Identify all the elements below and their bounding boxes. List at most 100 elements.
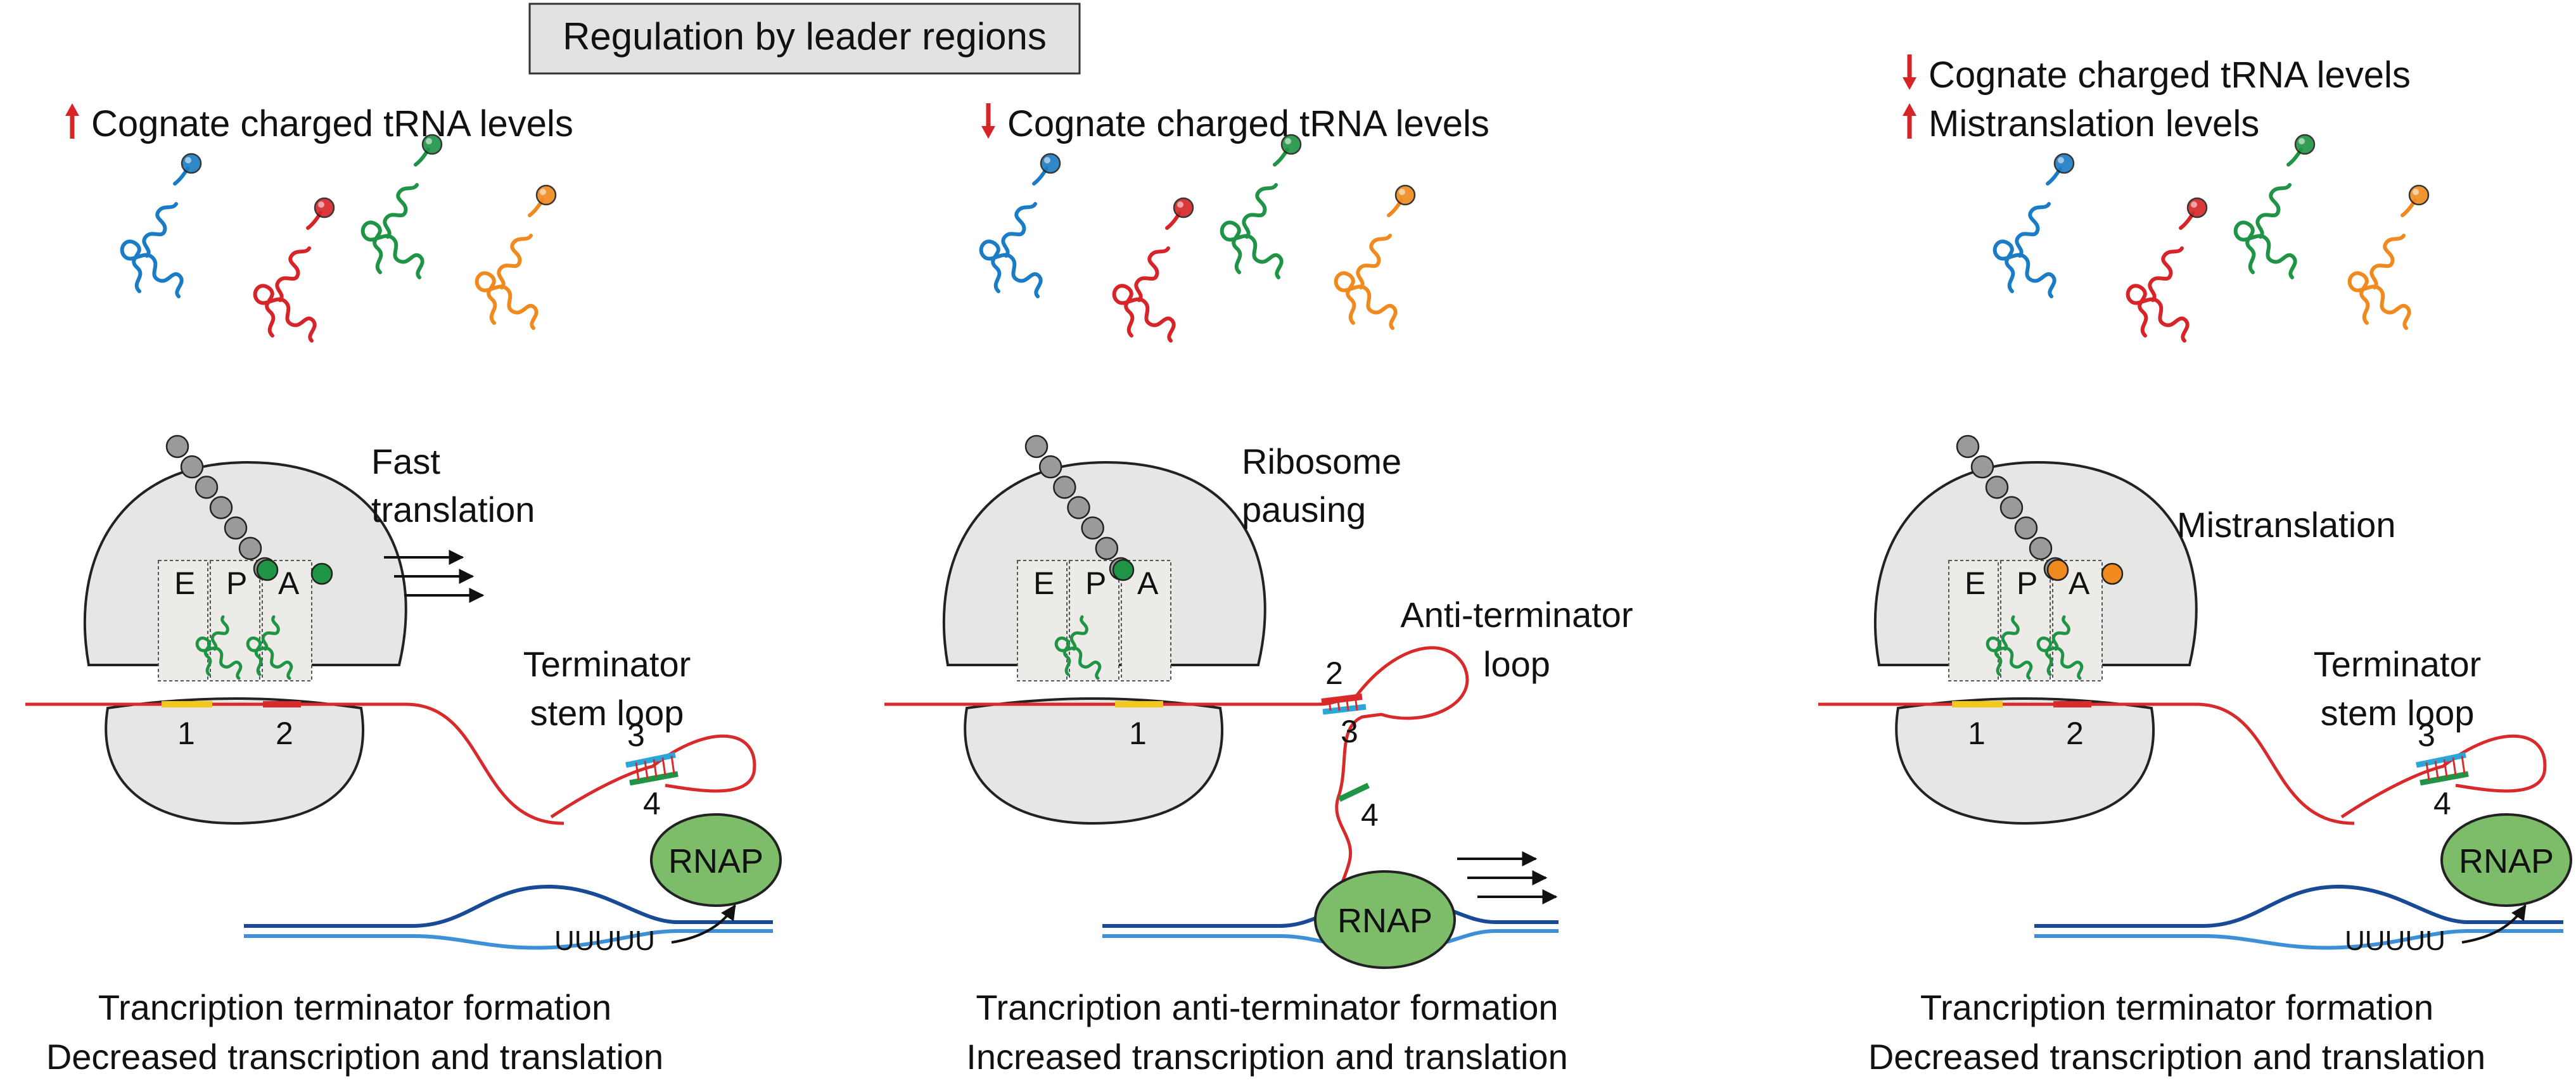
header-arrow-0 [981,103,995,139]
p-site-trna [1054,615,1102,680]
a-site-trna [2036,615,2084,680]
free-trna-green [1220,134,1302,279]
stem-base-pair [2434,761,2439,779]
loop-label-line1: Terminator [523,644,691,684]
rnap-label: RNAP [1337,902,1432,940]
header-arrow-0-head [981,126,995,139]
free-trna-blue-highlight [2058,157,2064,163]
ribosome-small-subunit [1895,697,2155,825]
peptide-bead [194,476,219,499]
peptide-bead [238,536,262,560]
peptide-bead [1067,496,1090,519]
rnap-label: RNAP [668,842,763,880]
free-trna-blue-body [979,202,1043,298]
free-trna-red-body [2126,246,2190,343]
stem-base-pair [644,761,649,779]
rnap-enzyme [1314,870,1456,969]
mrna-strand [884,646,1469,919]
header-arrow-0-head [1903,77,1916,90]
ribosome-small-subunit [964,697,1224,825]
free-trna-red-body [1112,246,1176,343]
action-label-line1: Mistranslation [2177,505,2395,545]
rnap-release-arrow [2461,904,2527,944]
segment-label-1: 1 [1129,716,1147,751]
free-trna-blue [120,153,202,298]
free-trna-blue [1993,153,2075,298]
stem-base-pair [1328,700,1332,711]
free-trna-green-body [1220,183,1284,279]
peptide-bead [165,434,189,459]
ribosome-site-A-label: A [278,566,300,601]
segment-label-4: 4 [643,786,661,821]
a-site-amino-acid [310,562,333,585]
p-site-trna-body [1054,615,1102,680]
segment-label-1: 1 [1968,716,1986,751]
ribosome-site-E-box [1948,560,1999,681]
peptide-bead [1081,516,1104,540]
header-text-1: Mistranslation levels [1929,103,2259,144]
dna-coding-strand [2034,929,2563,950]
stem-base-pair [2443,759,2448,778]
panel-low-trna-mistranslation: Cognate charged tRNA levelsMistranslatio… [1818,54,2572,1077]
poly-u-tail: UUUUU [2345,925,2445,956]
header-arrow-1-head [1903,103,1916,116]
mrna-strand [25,702,564,825]
terminator-loop [550,734,756,819]
peptide-bead [209,496,233,519]
free-trna-blue-highlight [185,157,191,163]
caption-line1: Trancription anti-terminator formation [976,987,1558,1027]
a-site-amino-acid [2101,562,2124,585]
ribosome-site-P-label: P [1085,566,1106,601]
free-trna-red-highlight [1177,201,1183,208]
header-arrow-1 [1903,103,1916,139]
free-trna-blue-amino-acid [2053,153,2075,174]
header-text-0: Cognate charged tRNA levels [1007,103,1489,144]
free-trna-green-highlight [426,138,432,144]
peptide-bead [1956,434,1980,459]
stem-base-pair [1337,700,1341,711]
segment-label-3: 3 [627,718,645,753]
header-arrow-0 [1903,54,1916,90]
ribosome-site-A-box [1121,560,1171,681]
loop-label-line2: stem loop [2321,693,2475,733]
ribosome-site-E-label: E [1965,566,1986,601]
ribosome-site-P-label: P [2017,566,2037,601]
action-label-line2: pausing [1242,490,1366,529]
free-trna-orange-highlight [1399,189,1405,195]
free-trna-green-highlight [1285,138,1291,144]
rnap-release-arrow [671,904,736,944]
segment-label-3: 3 [1341,714,1358,749]
ribosome-site-E-box [1017,560,1068,681]
poly-u-tail: UUUUU [554,925,655,956]
stem-base-pair [661,757,666,776]
dna-coding-strand [244,929,773,950]
free-trna-orange [475,184,557,330]
a-site-trna [246,615,293,680]
segment-label-4: 4 [1361,797,1379,833]
a-site-trna-body [246,615,293,680]
segment-label-2: 2 [2066,716,2084,751]
segment-label-2: 2 [1325,656,1343,691]
segment-label-1: 1 [177,716,195,751]
free-trna-orange-body [1334,234,1398,330]
mrna-segment-4 [629,771,679,786]
segment-label-4: 4 [2433,786,2451,821]
free-trna-red [1112,197,1194,343]
p-site-amino-acid [256,559,279,581]
rnap-enzyme [2440,813,2572,907]
free-trna-green-amino-acid [2294,134,2316,155]
action-label-line1: Fast [371,441,440,481]
free-trna-blue-amino-acid [1040,153,1061,174]
free-trna-blue-highlight [1044,157,1050,163]
peptide-bead [1095,536,1119,560]
free-trna-red [2126,197,2208,343]
action-label-line1: Ribosome [1242,441,1401,481]
peptide-bead [1024,434,1049,459]
stem-base-pair [653,759,658,778]
action-label-line2: translation [371,490,535,529]
free-trna-orange-amino-acid [1394,184,1416,206]
loop-label-line2: loop [1483,644,1550,684]
a-site-trna-body [2036,615,2084,680]
